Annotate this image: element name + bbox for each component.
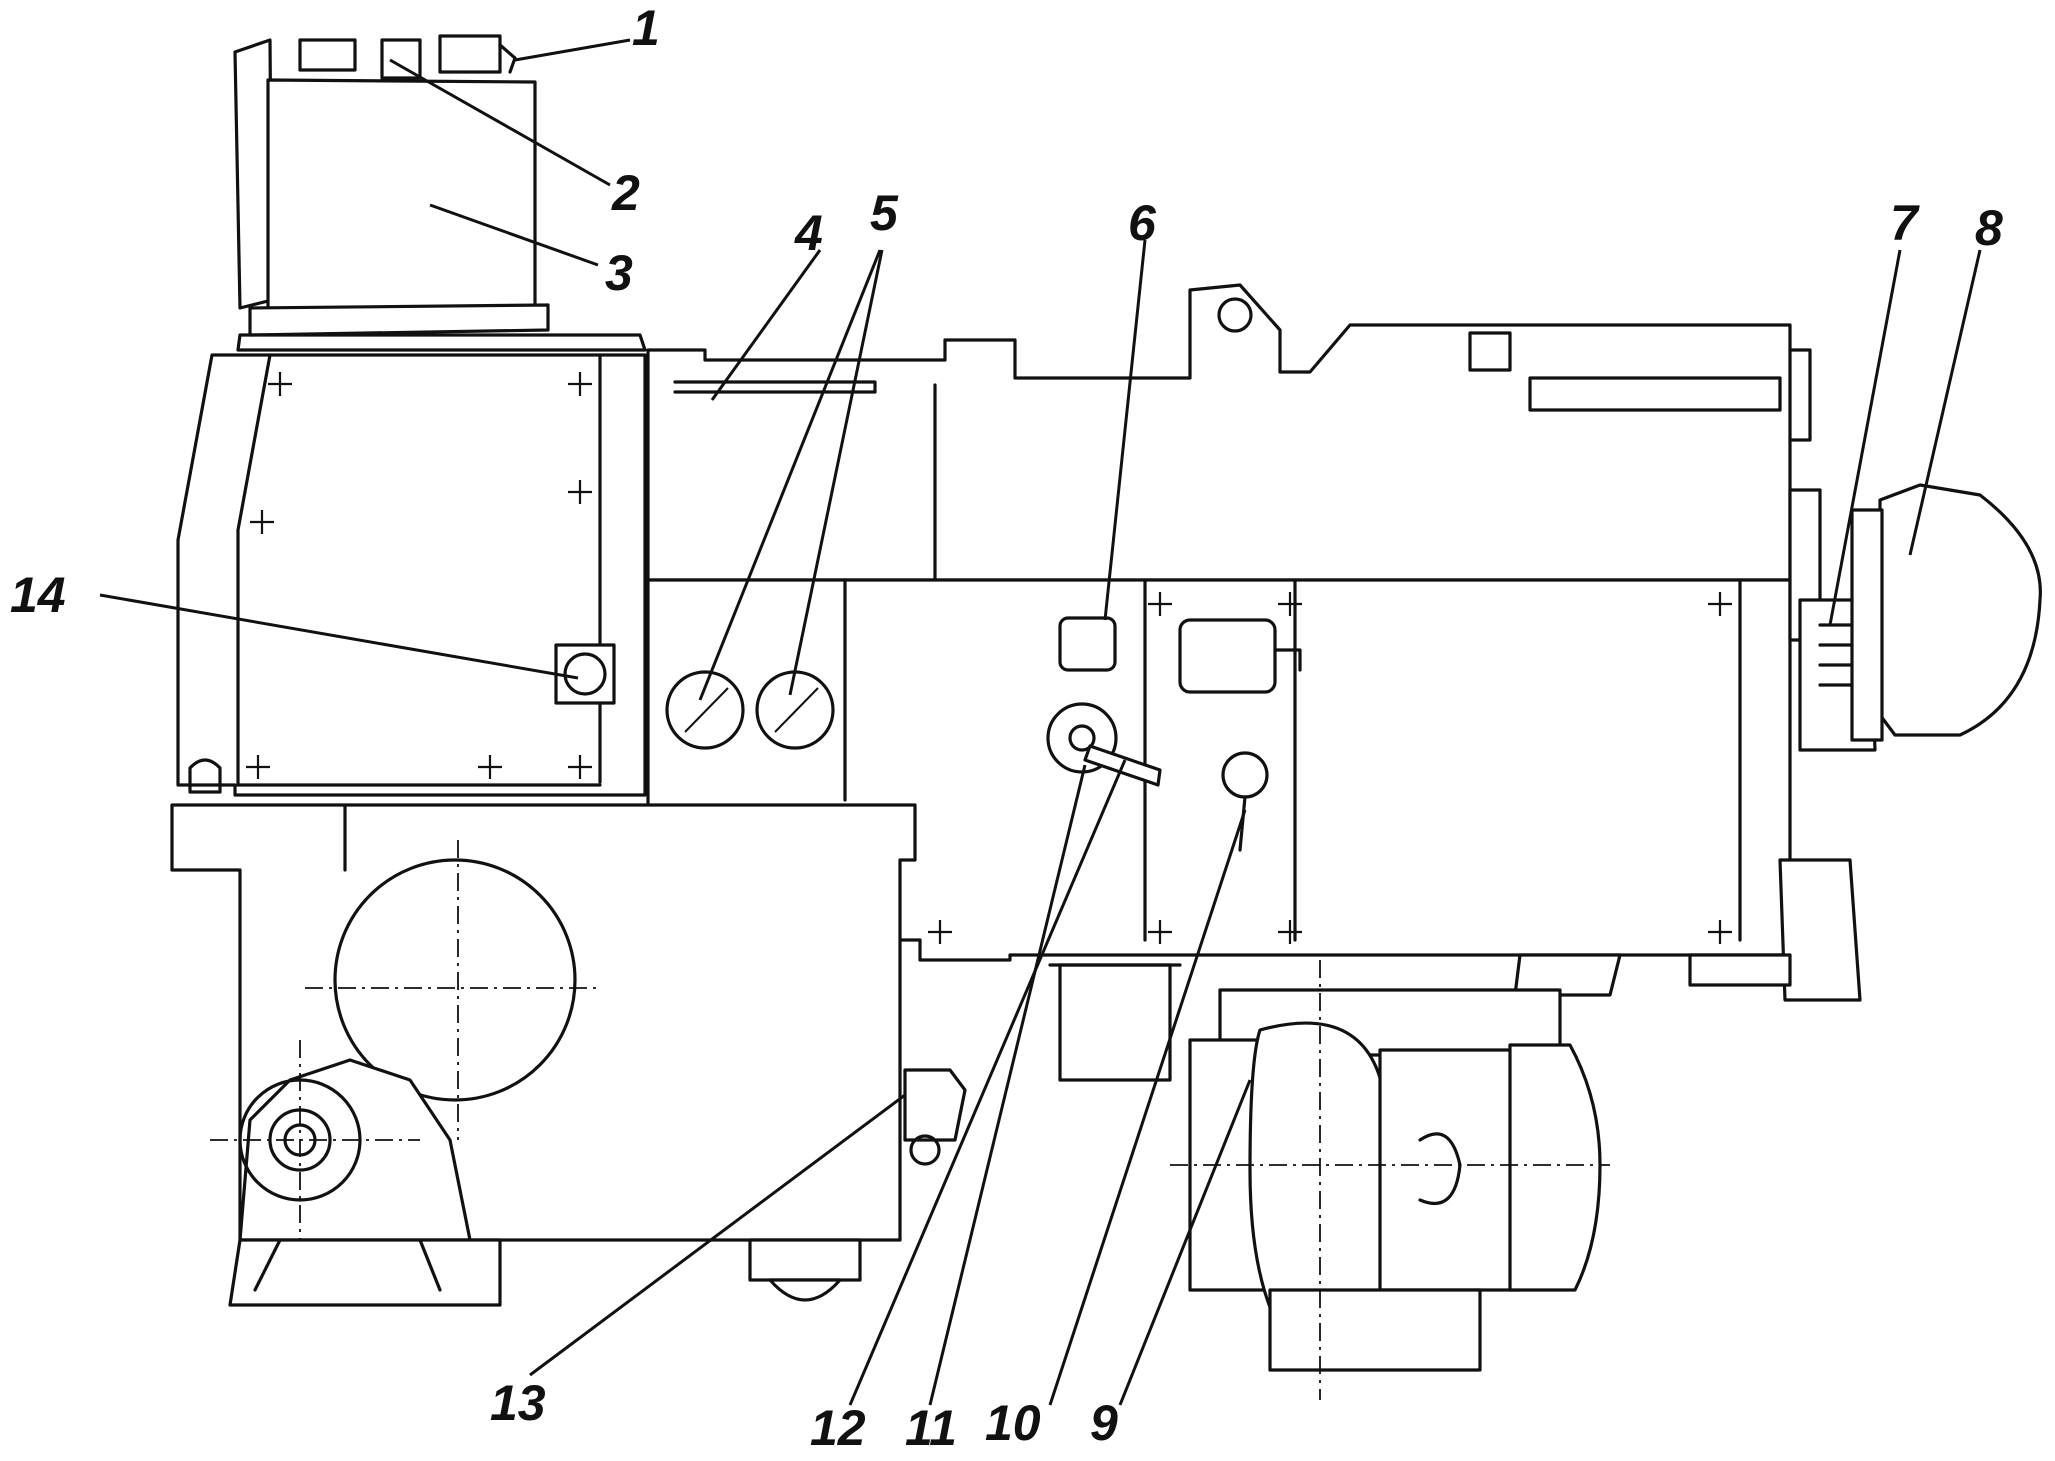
callout-4: 4 bbox=[794, 205, 823, 261]
callout-8: 8 bbox=[1975, 200, 2003, 256]
callout-11: 11 bbox=[905, 1400, 957, 1456]
top-cabinet bbox=[233, 34, 647, 352]
callout-3: 3 bbox=[605, 245, 633, 301]
wheel-assembly bbox=[1048, 960, 1610, 1400]
callout-5: 5 bbox=[870, 185, 899, 241]
callout-14: 14 bbox=[10, 567, 66, 623]
callout-2: 2 bbox=[611, 165, 640, 221]
main-housing-lower bbox=[646, 578, 1792, 962]
callout-labels: 1 2 3 4 5 6 7 8 9 10 11 12 13 14 bbox=[10, 0, 2003, 1456]
left-cabinet bbox=[176, 353, 647, 797]
callout-9: 9 bbox=[1090, 1395, 1118, 1451]
callout-6: 6 bbox=[1128, 195, 1157, 251]
right-end bbox=[1513, 483, 2042, 1002]
callout-10: 10 bbox=[985, 1395, 1041, 1451]
lower-base bbox=[170, 803, 967, 1307]
leader-lines bbox=[99, 38, 1982, 1406]
callout-7: 7 bbox=[1890, 195, 1920, 251]
main-housing-upper bbox=[646, 283, 1812, 582]
callout-12: 12 bbox=[810, 1400, 866, 1456]
callout-1: 1 bbox=[632, 0, 660, 56]
callout-13: 13 bbox=[490, 1375, 546, 1431]
